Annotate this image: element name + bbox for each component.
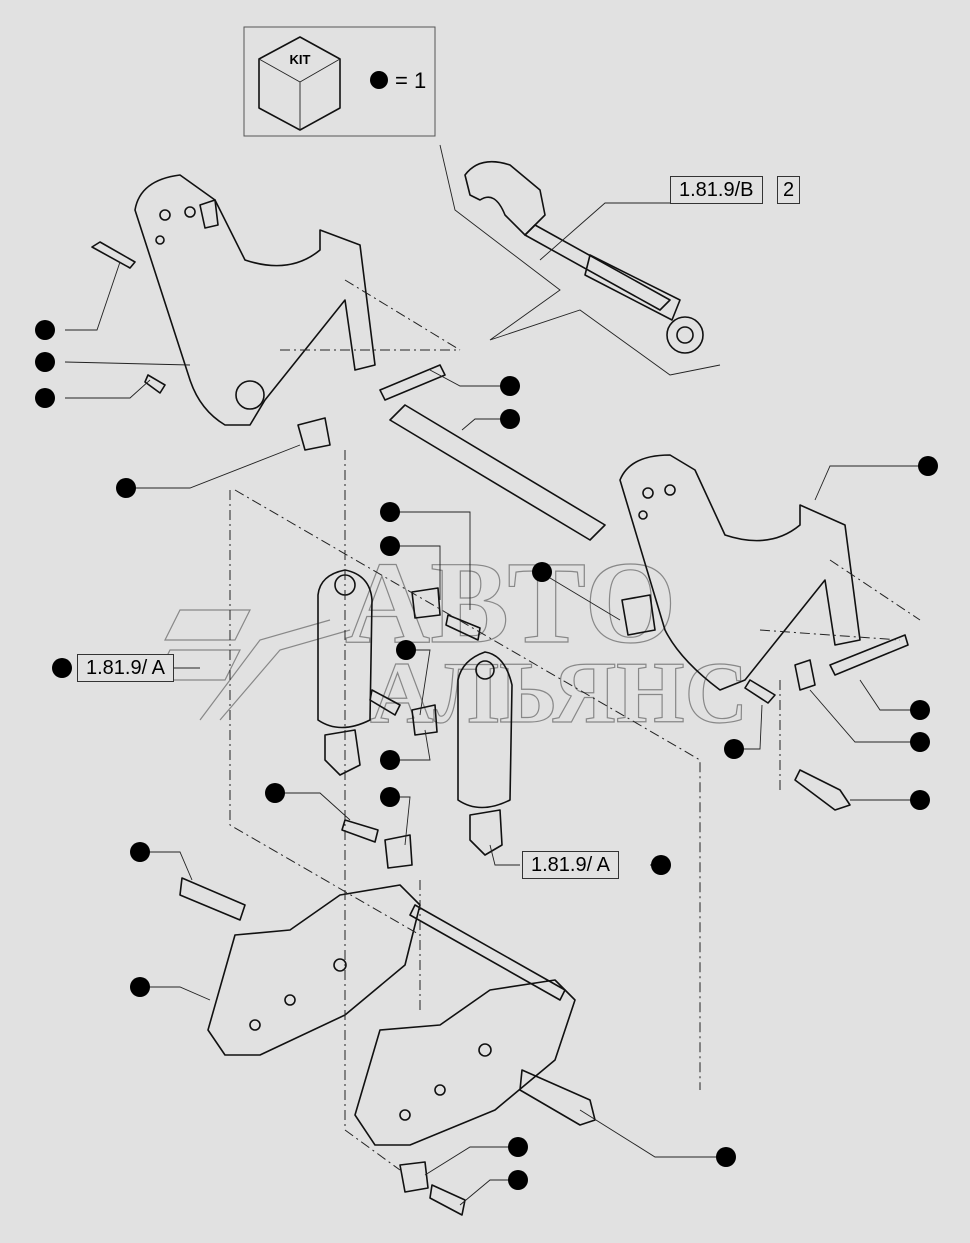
callout-dot-icon [910,790,930,810]
small-parts [179,587,596,1216]
callout-dot-icon [370,71,388,89]
cylinder-right-part [457,651,513,856]
callout-dot-icon [910,700,930,720]
callout-dot-icon [500,376,520,396]
callout-dot-icon [265,783,285,803]
kit-quantity: = 1 [395,68,426,93]
callout-dot-icon [130,842,150,862]
ref-top-link[interactable]: 1.81.9/B [670,176,763,204]
leader-lines [64,202,928,1206]
callout-dot-icon [918,456,938,476]
callout-dot-icon [910,732,930,752]
lower-link-right-part [354,979,576,1146]
callout-dot-icon [532,562,552,582]
callout-dot-icon [500,409,520,429]
callout-dot-icon [35,352,55,372]
left-bracket-part [91,174,446,451]
callout-dot-icon [396,640,416,660]
callout-dots [35,320,938,1190]
callout-dot-icon [380,750,400,770]
callout-dot-icon [716,1147,736,1167]
callout-dot-icon [724,739,744,759]
cross-tube-part [389,404,606,541]
callout-dot-icon [651,855,671,875]
callout-dot-icon [380,536,400,556]
ref-right-cylinder[interactable]: 1.81.9/ A [522,851,619,879]
watermark-line2: АЛЬЯНС [370,645,748,742]
callout-dot-icon [35,320,55,340]
ref-left-cylinder[interactable]: 1.81.9/ A [77,654,174,682]
lower-cross-tube-part [409,904,566,1001]
kit-legend: KIT = 1 [243,26,436,137]
callout-dot-icon [380,502,400,522]
ref-top-link-qty: 2 [777,176,801,204]
callout-dot-icon [380,787,400,807]
callout-dot-icon [508,1170,528,1190]
callout-dot-icon [52,658,72,678]
right-bracket-part [619,454,909,811]
kit-label: KIT [290,52,311,67]
callout-dot-icon [130,977,150,997]
callout-dot-icon [35,388,55,408]
callout-dot-icon [508,1137,528,1157]
watermark: АВТО АЛЬЯНС [154,536,749,743]
assembly-lines [229,279,921,1171]
top-link-part [439,144,721,376]
callout-dot-icon [116,478,136,498]
